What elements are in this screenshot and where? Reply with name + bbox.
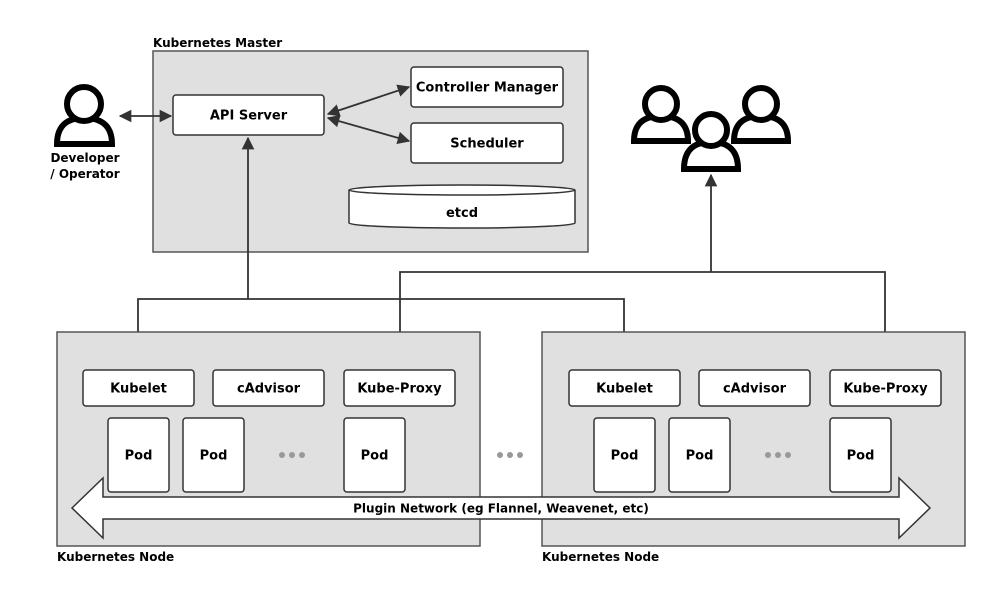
api-scheduler-arrow xyxy=(326,115,411,144)
scheduler-box[interactable] xyxy=(410,122,564,164)
node-1-kube-proxy-box[interactable] xyxy=(343,369,456,407)
users-group-icon xyxy=(630,85,792,172)
node-2-cadvisor-box[interactable] xyxy=(698,369,811,407)
plugin-network-arrow[interactable] xyxy=(70,476,932,540)
node-1-cadvisor-box[interactable] xyxy=(212,369,325,407)
controller-manager-label: Controller Manager xyxy=(416,81,559,96)
node-2-pod-3[interactable] xyxy=(829,417,892,493)
developer-label-line1: Developer xyxy=(50,151,119,165)
master-title: Kubernetes Master xyxy=(153,36,282,50)
node-1-pod-1-label: Pod xyxy=(125,449,153,464)
node-2-cadvisor-label: cAdvisor xyxy=(723,382,787,397)
node-1-title: Kubernetes Node xyxy=(57,550,174,564)
etcd-label: etcd xyxy=(446,206,478,221)
api-server-box[interactable] xyxy=(172,94,325,136)
node-1-cadvisor-label: cAdvisor xyxy=(237,382,301,397)
node-2-more-pods-ellipsis xyxy=(765,452,791,458)
developer-person-icon xyxy=(53,84,116,147)
node-1-pod-3-label: Pod xyxy=(361,449,389,464)
node-1-pod-3[interactable] xyxy=(343,417,406,493)
node-1-kubelet-label: Kubelet xyxy=(110,382,167,397)
node-2-pod-2-label: Pod xyxy=(686,449,714,464)
node-1-kube-proxy-label: Kube-Proxy xyxy=(357,382,442,397)
node-2-pod-2[interactable] xyxy=(668,417,731,493)
node-1-pod-1[interactable] xyxy=(107,417,170,493)
plugin-network-label: Plugin Network (eg Flannel, Weavenet, et… xyxy=(353,502,649,516)
developer-label-line2: / Operator xyxy=(50,167,119,181)
api-controller-arrow xyxy=(326,84,411,117)
api-server-label: API Server xyxy=(210,109,288,124)
kube-proxy-to-users-arrows xyxy=(393,271,892,372)
node-2-kube-proxy-box[interactable] xyxy=(829,369,942,407)
node-1-pod-2[interactable] xyxy=(182,417,245,493)
node-1-more-pods-ellipsis xyxy=(279,452,305,458)
node-2-pod-3-label: Pod xyxy=(847,449,875,464)
controller-manager-box[interactable] xyxy=(410,66,564,108)
scheduler-label: Scheduler xyxy=(450,137,524,152)
more-nodes-ellipsis xyxy=(497,452,523,458)
node-2-pod-1-label: Pod xyxy=(611,449,639,464)
node-2-kubelet-box[interactable] xyxy=(568,369,681,407)
node-1-kubelet-box[interactable] xyxy=(82,369,195,407)
node-2-kube-proxy-label: Kube-Proxy xyxy=(843,382,928,397)
node-2-pod-1[interactable] xyxy=(593,417,656,493)
node-2-kubelet-label: Kubelet xyxy=(596,382,653,397)
node-1-pod-2-label: Pod xyxy=(200,449,228,464)
node-2-title: Kubernetes Node xyxy=(542,550,659,564)
etcd-cylinder[interactable] xyxy=(348,184,576,229)
